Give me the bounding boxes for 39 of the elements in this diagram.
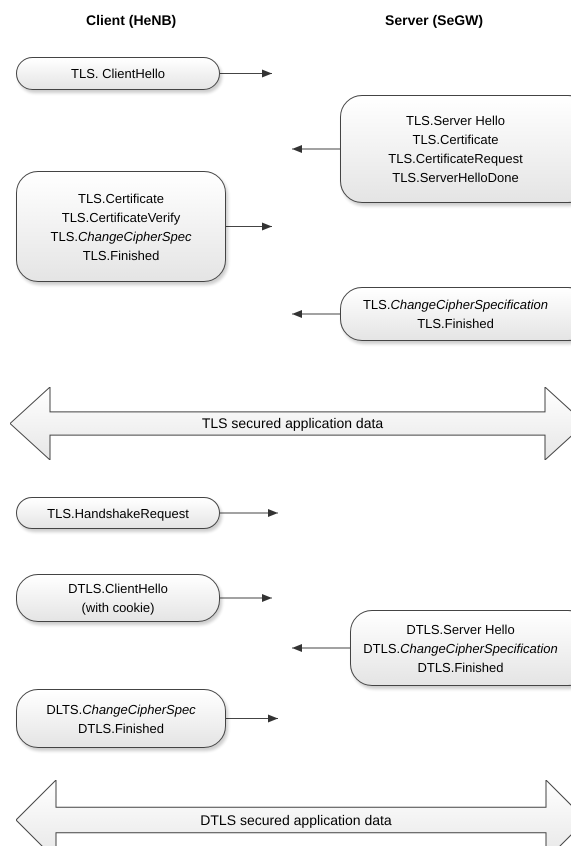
band-label: DTLS secured application data <box>200 810 392 830</box>
message-name: TLS.ServerHelloDone <box>392 169 519 187</box>
message-name: (with cookie) <box>82 599 154 617</box>
message-arrow <box>220 70 272 78</box>
message-box <box>16 497 220 529</box>
message-name: TLS.CertificateRequest <box>388 150 523 168</box>
message-box <box>16 57 220 90</box>
message-arrow <box>292 145 340 153</box>
message-box <box>340 287 571 341</box>
message-name: DTLS.Finished <box>78 720 164 738</box>
message-arrow <box>226 222 272 230</box>
message-arrow <box>226 714 278 722</box>
lane-heading: Client (HeNB) <box>86 11 176 30</box>
band-label: TLS secured application data <box>202 414 384 433</box>
message-name: DLTS.ChangeCipherSpec <box>46 700 196 718</box>
message-name: TLS.ChangeCipherSpec <box>50 228 192 246</box>
lane-heading: Server (SeGW) <box>385 11 484 30</box>
message-name: TLS. ClientHello <box>71 65 165 83</box>
message-arrow <box>292 644 350 652</box>
message-arrow <box>220 594 272 602</box>
message-box <box>16 171 226 282</box>
message-name: TLS.Finished <box>417 315 494 333</box>
message-name: TLS.CertificateVerify <box>62 208 180 226</box>
message-arrow <box>292 310 340 318</box>
message-box <box>350 610 571 686</box>
message-box <box>16 574 220 622</box>
message-arrow <box>220 509 278 517</box>
message-name: TLS.ChangeCipherSpecification <box>362 296 548 314</box>
message-name: TLS.HandshakeRequest <box>47 504 189 522</box>
message-name: TLS.Finished <box>82 246 160 264</box>
message-box <box>340 95 571 203</box>
message-name: TLS.Certificate <box>78 190 164 208</box>
message-name: TLS.Certificate <box>412 131 498 149</box>
message-box <box>16 689 226 748</box>
message-name: TLS.Server Hello <box>406 112 505 130</box>
message-name: DTLS.ClientHello <box>68 580 168 598</box>
message-name: DTLS.ChangeCipherSpecification <box>363 640 558 658</box>
message-name: DTLS.Finished <box>418 658 504 676</box>
message-name: DTLS.Server Hello <box>406 620 515 638</box>
